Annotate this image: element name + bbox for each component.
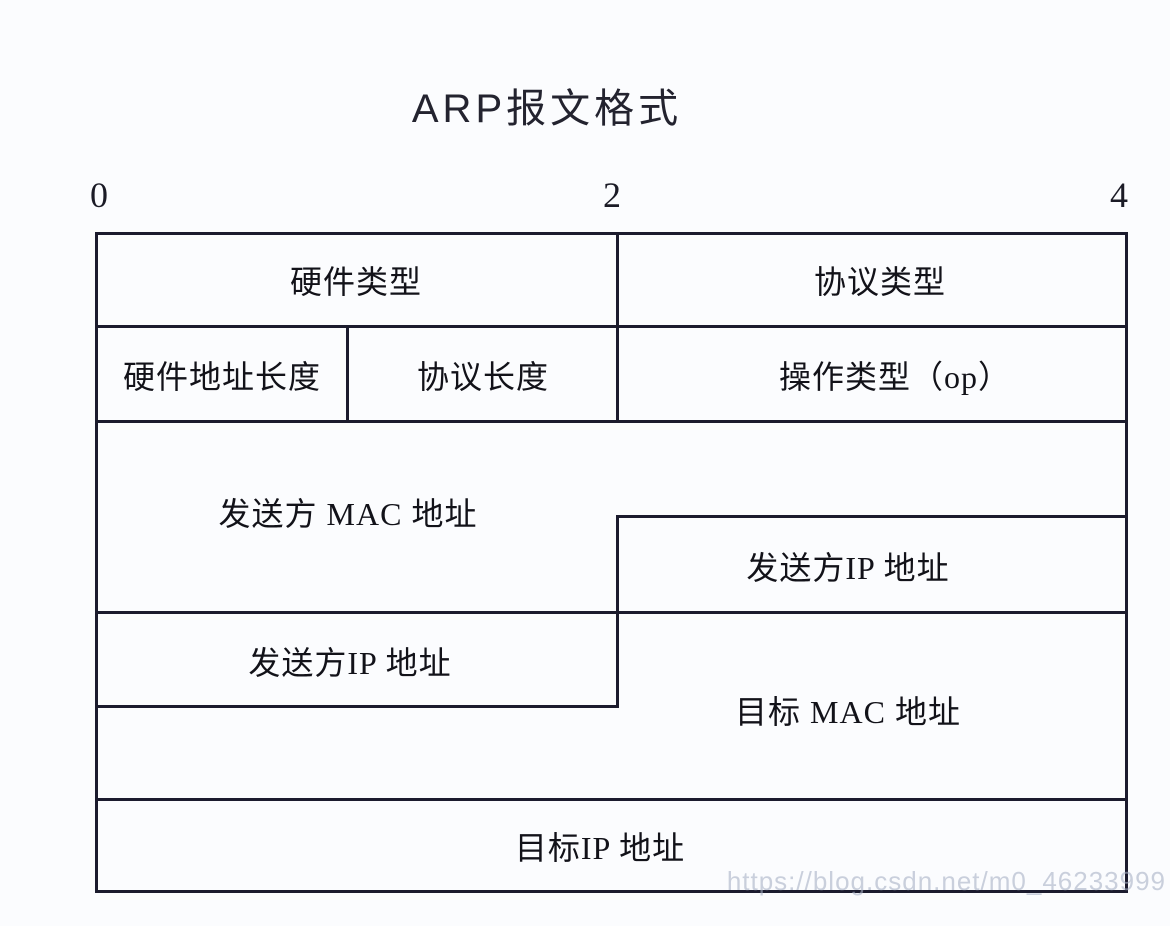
field-protocol-type: 协议类型 (813, 264, 947, 300)
field-sender-ip-right: 发送方IP 地址 (746, 550, 950, 586)
field-target-ip: 目标IP 地址 (514, 830, 686, 866)
row-divider-middle (95, 611, 1128, 614)
center-divider-upper (616, 232, 619, 422)
sender-ip-left-bottom-divider (95, 705, 619, 708)
row-divider-1 (95, 325, 1128, 328)
byte-offset-tick-2: 2 (603, 175, 621, 215)
packet-table-outline (95, 232, 1128, 893)
diagram-title: ARP报文格式 (411, 87, 683, 131)
field-sender-ip-left: 发送方IP 地址 (248, 645, 452, 681)
row-divider-2 (95, 420, 1128, 423)
field-protocol-len: 协议长度 (416, 359, 550, 395)
byte-offset-tick-0: 0 (90, 175, 108, 215)
field-sender-mac: 发送方 MAC 地址 (218, 496, 478, 532)
sender-ip-right-top-divider (616, 515, 1128, 518)
length-fields-divider (346, 327, 349, 422)
field-hardware-addr-len: 硬件地址长度 (122, 359, 322, 395)
field-target-mac: 目标 MAC 地址 (735, 694, 961, 730)
field-op-type: 操作类型（op） (778, 359, 1012, 395)
target-ip-top-divider (95, 798, 1128, 801)
field-hardware-type: 硬件类型 (289, 264, 423, 300)
csdn-watermark: https://blog.csdn.net/m0_46233999 (726, 866, 1166, 896)
byte-offset-tick-4: 4 (1110, 175, 1128, 215)
center-divider-lower (616, 515, 619, 707)
